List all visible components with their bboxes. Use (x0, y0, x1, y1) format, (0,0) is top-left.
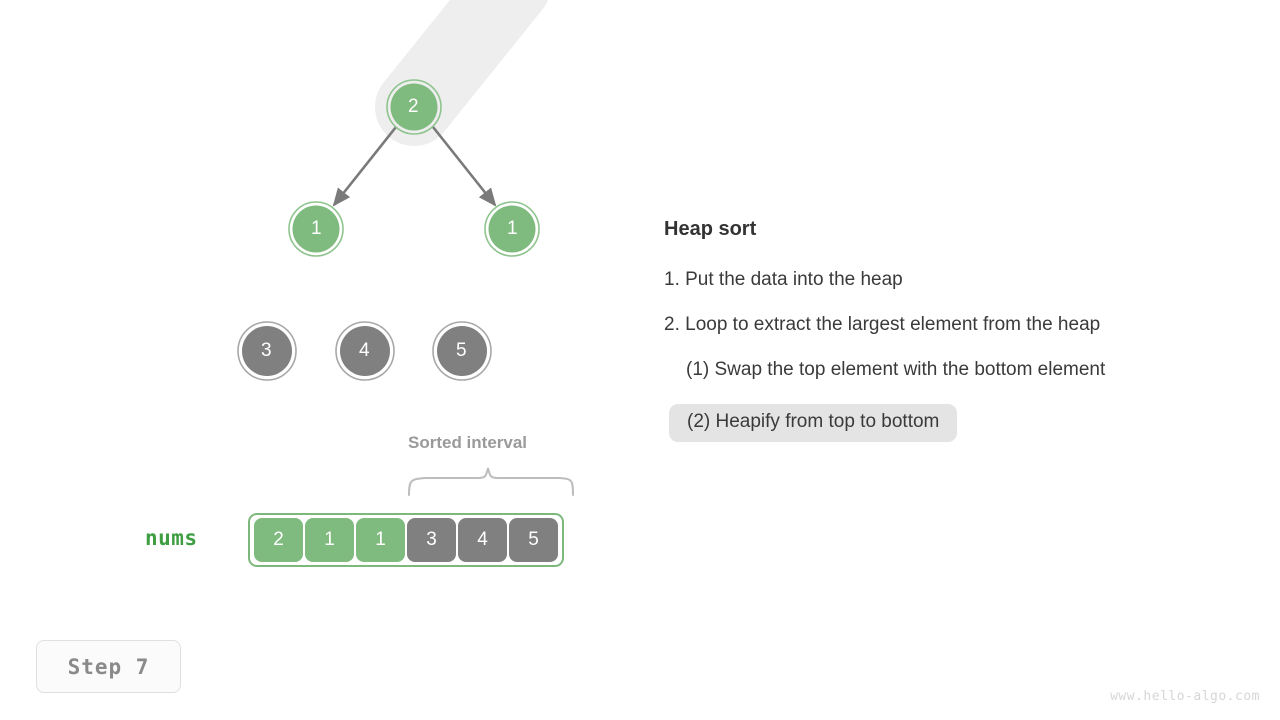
detached-node-3 (237, 321, 297, 381)
tree-node-root (386, 79, 442, 135)
detached-node-4 (335, 321, 395, 381)
detached-node-5 (432, 321, 492, 381)
page-title: Heap sort (664, 218, 757, 240)
sorted-interval-brace (408, 467, 574, 496)
heapify-path-highlight (375, 0, 551, 146)
algorithm-substep-1: (1) Swap the top element with the bottom… (686, 359, 1106, 380)
array-cell-4: 4 (458, 518, 507, 562)
heap-diagram-panel: 2 1 1 3 4 5 Sorted interval nums 2 1 1 3… (36, 0, 574, 693)
array-cell-1: 1 (305, 518, 354, 562)
tree-node-right-child (484, 201, 540, 257)
sorted-interval-label: Sorted interval (408, 433, 528, 452)
algorithm-substep-2-active: (2) Heapify from top to bottom (669, 404, 958, 442)
algorithm-step-2: 2. Loop to extract the largest element f… (664, 314, 1101, 335)
array-cell-3: 3 (407, 518, 456, 562)
binary-heap-tree (237, 0, 551, 381)
nums-array: 2 1 1 3 4 5 (248, 513, 564, 567)
edge-root-to-right-child (431, 126, 497, 207)
algorithm-description-panel: Heap sort 1. Put the data into the heap … (664, 218, 1264, 442)
tree-node-left-child (288, 201, 344, 257)
edge-root-to-left-child (332, 126, 398, 207)
array-cell-2: 1 (356, 518, 405, 562)
array-cell-0: 2 (254, 518, 303, 562)
site-watermark: www.hello-algo.com (1110, 689, 1260, 704)
algorithm-step-1: 1. Put the data into the heap (664, 269, 903, 290)
array-name-label: nums (145, 526, 198, 550)
array-cell-5: 5 (509, 518, 558, 562)
step-badge: Step 7 (36, 640, 181, 693)
